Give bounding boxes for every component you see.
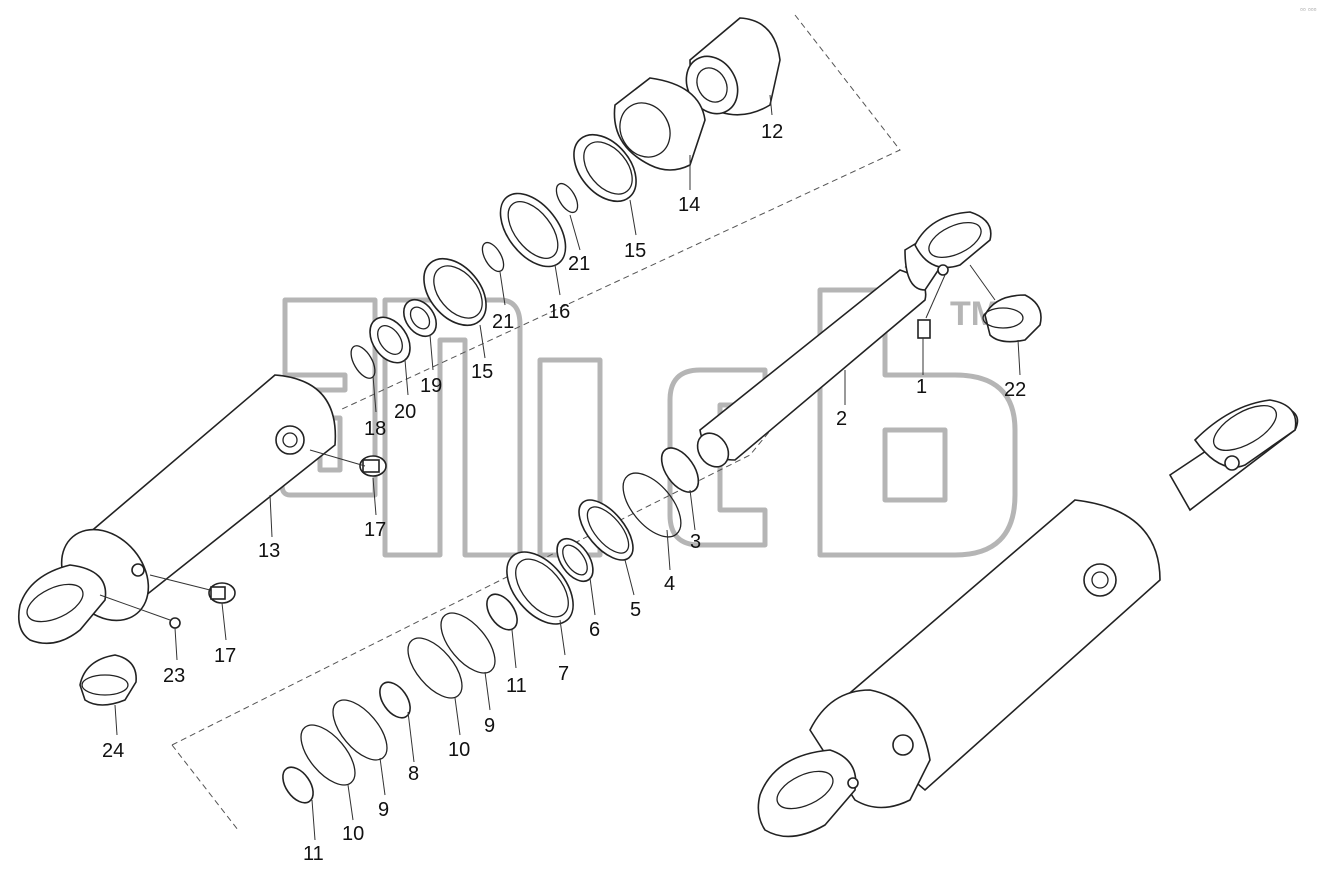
callout-14: 14 <box>678 194 700 216</box>
piston-12 <box>685 17 781 116</box>
o-ring-10-lower <box>300 724 356 786</box>
callout-10-upper: 10 <box>448 739 470 761</box>
leader-lines <box>99 94 1021 841</box>
callout-7: 7 <box>558 663 569 685</box>
assembly-boundary-lower <box>171 744 239 831</box>
callout-21-lower: 21 <box>492 311 514 333</box>
callout-9-lower: 9 <box>378 799 389 821</box>
grease-fitting-1 <box>917 319 931 339</box>
wear-ring-15-upper <box>573 133 637 203</box>
callout-11-lower: 11 <box>303 843 324 865</box>
callout-19: 19 <box>420 375 442 397</box>
o-ring-10-upper <box>407 637 463 699</box>
callout-13: 13 <box>258 540 280 562</box>
bushing-24 <box>79 654 137 706</box>
o-ring-9-upper <box>440 612 496 674</box>
callout-11-upper: 11 <box>506 675 527 697</box>
piston-seal-14 <box>613 77 706 171</box>
wear-ring-15-lower <box>423 257 487 327</box>
grease-fitting-23 <box>169 617 181 629</box>
callout-3: 3 <box>690 531 701 553</box>
callout-5: 5 <box>630 599 641 621</box>
washer-20 <box>369 316 411 364</box>
guide-ring-7 <box>506 551 574 625</box>
cylinder-barrel-left <box>17 374 337 645</box>
callout-21-upper: 21 <box>568 253 590 275</box>
callout-6: 6 <box>589 619 600 641</box>
wiper-11-lower <box>282 766 314 804</box>
nut-19 <box>402 298 438 338</box>
o-ring-21-upper <box>555 182 579 214</box>
callout-15-lower: 15 <box>471 361 493 383</box>
wiper-8 <box>379 681 411 719</box>
callout-12: 12 <box>761 121 783 143</box>
back-up-ring-16 <box>499 192 567 268</box>
o-ring-21-lower <box>481 241 505 273</box>
piston-rod-2 <box>696 211 992 468</box>
callout-17-upper: 17 <box>364 519 386 541</box>
callout-15-upper: 15 <box>624 240 646 262</box>
callout-22: 22 <box>1004 379 1026 401</box>
callout-17-lower: 17 <box>214 645 236 667</box>
rod-seal-3 <box>660 447 700 493</box>
callout-10-lower: 10 <box>342 823 364 845</box>
wiper-11-upper <box>486 593 518 631</box>
callouts: 1 2 3 4 5 6 7 8 9 9 10 10 11 11 12 13 14… <box>102 121 1026 865</box>
assembly-boundary-piston <box>339 14 901 411</box>
plug-17-lower <box>208 582 236 604</box>
corner-mark: ▫▫ ▫▫▫ <box>1300 5 1317 14</box>
seal-6 <box>556 537 594 583</box>
callout-4: 4 <box>664 573 675 595</box>
callout-24: 24 <box>102 740 124 762</box>
callout-2: 2 <box>836 408 847 430</box>
callout-16: 16 <box>548 301 570 323</box>
callout-18: 18 <box>364 418 386 440</box>
callout-9-upper: 9 <box>484 715 495 737</box>
callout-23: 23 <box>163 665 185 687</box>
assembled-cylinder <box>757 399 1299 838</box>
o-ring-9-lower <box>332 699 388 761</box>
o-ring-4 <box>622 472 682 538</box>
callout-1: 1 <box>916 376 927 398</box>
snap-ring-18 <box>350 345 376 379</box>
bushing-22 <box>982 294 1042 343</box>
callout-20: 20 <box>394 401 416 423</box>
plug-17-upper <box>359 455 387 477</box>
back-up-ring-5 <box>578 499 634 561</box>
callout-8: 8 <box>408 763 419 785</box>
